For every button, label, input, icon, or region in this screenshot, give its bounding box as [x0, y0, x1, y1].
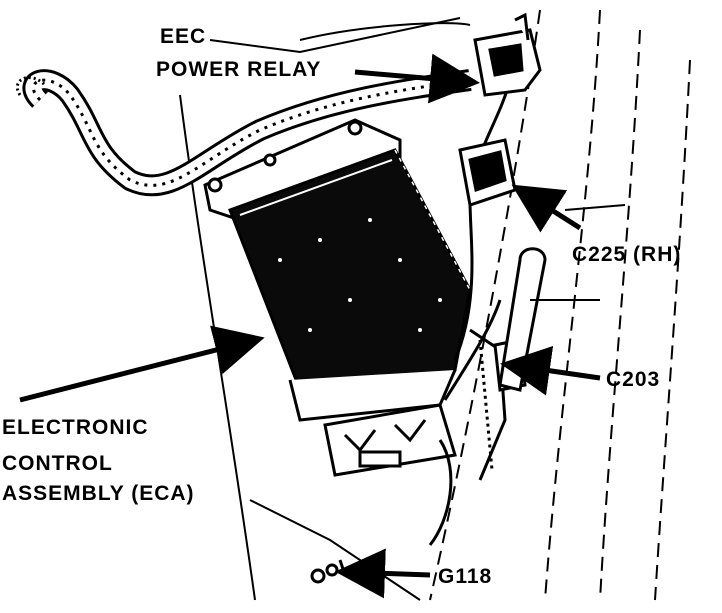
pillar-dashed-lines [429, 9, 691, 601]
c225-label: C225 (RH) [572, 243, 682, 266]
eec-power-relay-label-line2: POWER RELAY [156, 58, 322, 81]
g118-arrow [335, 548, 431, 599]
g118-ground [310, 559, 347, 584]
c225-connector [458, 138, 517, 207]
c225-arrow [511, 184, 582, 233]
eca-arrow [19, 325, 265, 403]
c203-label: C203 [606, 368, 661, 391]
eca-label-line1: ELECTRONIC [2, 416, 149, 439]
eca-label-line2: CONTROL [2, 452, 113, 475]
mounting-bracket [203, 118, 402, 222]
g118-label: G118 [438, 565, 493, 588]
eca-module [228, 148, 472, 422]
eca-label-line3: ASSEMBLY (ECA) [2, 482, 195, 505]
c225-leader-thin [564, 204, 626, 211]
leader-lines [19, 17, 626, 599]
eec-arrow [354, 53, 480, 104]
eec-power-relay-label-line1: EEC [160, 25, 207, 48]
eec-power-relay [473, 12, 542, 97]
wiring-harness [16, 69, 472, 197]
eca-connector [323, 403, 457, 477]
c203-arrow [500, 345, 601, 396]
eec-leader-thin [209, 17, 461, 54]
